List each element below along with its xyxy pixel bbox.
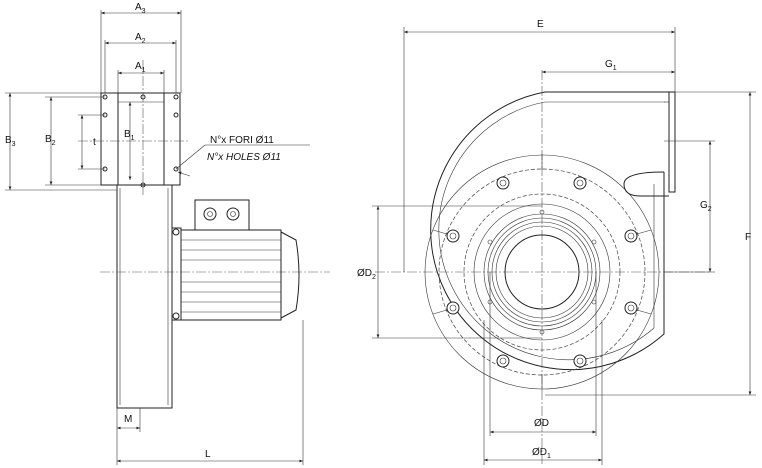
dim-label-e: E bbox=[537, 19, 544, 30]
note-holes-it: N°x FORI Ø11 bbox=[210, 135, 274, 146]
motor-flange bbox=[171, 227, 182, 321]
inner-circle bbox=[463, 193, 621, 351]
bolt-circle bbox=[438, 168, 646, 376]
terminal-box bbox=[194, 199, 250, 231]
motor-fan-cover bbox=[280, 231, 300, 319]
outlet-flange bbox=[100, 92, 181, 186]
dim-label-m: M bbox=[124, 414, 132, 425]
front-view: E G1 G2 F ØD2 ØD ØD1 bbox=[357, 19, 756, 465]
side-view: A3 A2 A1 B3 B2 t B1 N°x FORI Ø11 N°x bbox=[5, 2, 330, 465]
dim-label-a2: A2 bbox=[135, 32, 146, 45]
flange-bolts bbox=[446, 176, 638, 368]
dim-label-g2: G2 bbox=[700, 200, 712, 213]
scroll-housing bbox=[430, 91, 672, 371]
dim-label-b3: B3 bbox=[5, 135, 16, 148]
motor-body bbox=[180, 229, 282, 321]
dim-label-b2: B2 bbox=[45, 134, 56, 147]
dim-label-t: t bbox=[93, 137, 96, 148]
dim-label-a1: A1 bbox=[135, 61, 146, 74]
dim-label-d: ØD bbox=[534, 418, 549, 429]
dim-label-f: F bbox=[745, 232, 751, 243]
note-holes-en: N°x HOLES Ø11 bbox=[207, 152, 281, 163]
dim-label-b1: B1 bbox=[124, 129, 135, 142]
housing-side bbox=[116, 184, 173, 409]
dim-label-l: L bbox=[205, 449, 211, 460]
dim-label-d2: ØD2 bbox=[357, 268, 376, 281]
dim-label-g1: G1 bbox=[605, 59, 617, 72]
dim-label-a3: A3 bbox=[135, 2, 146, 15]
outlet-flange-front bbox=[668, 91, 676, 193]
dim-label-d1: ØD1 bbox=[532, 447, 551, 460]
inlet-opening bbox=[504, 234, 580, 310]
